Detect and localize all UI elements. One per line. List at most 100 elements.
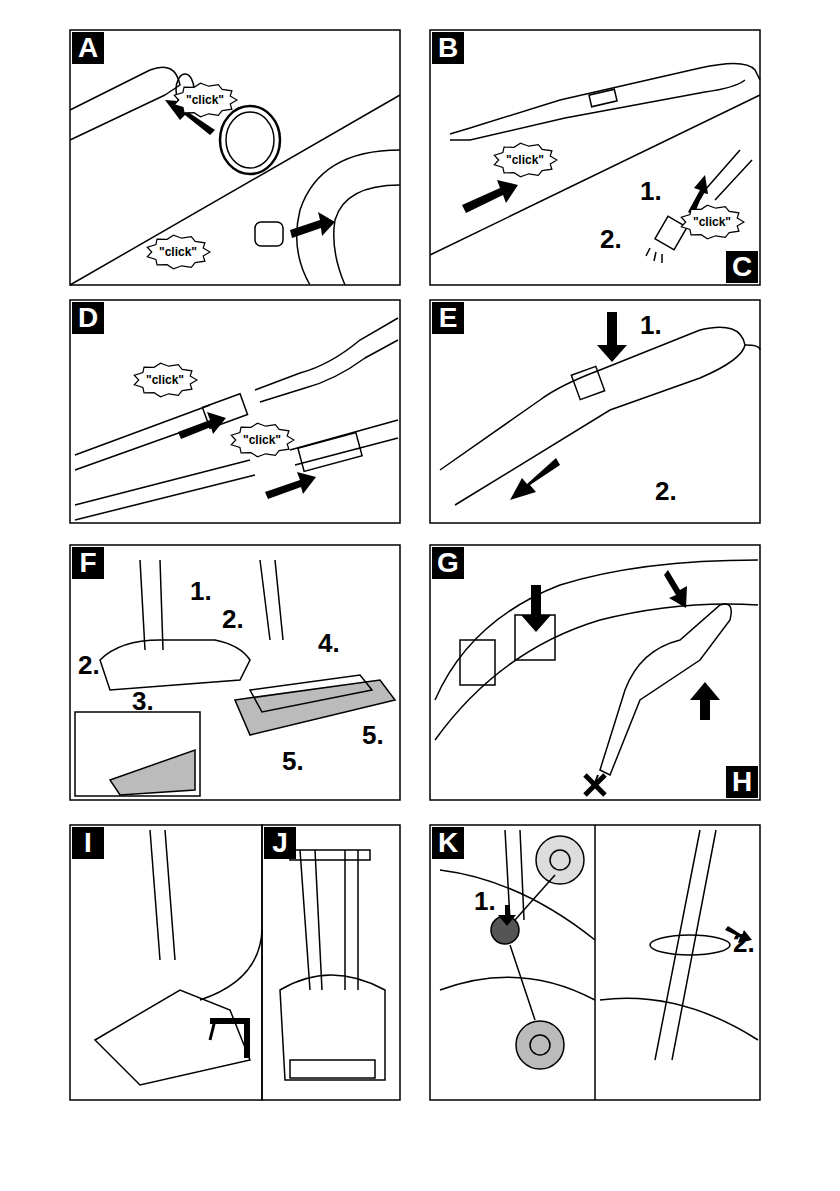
step-number: 2.: [733, 930, 755, 956]
panel-letter-text: D: [78, 302, 98, 333]
click-text: "click": [146, 373, 184, 387]
panel-letter: C: [726, 251, 758, 283]
coupling: [298, 433, 362, 472]
arrow: [690, 682, 720, 720]
panel-letter-text: K: [438, 827, 458, 858]
arrow: [210, 1018, 250, 1058]
panel-letter-text: J: [272, 827, 288, 858]
panel-letter: F: [72, 547, 104, 579]
inset: [75, 712, 200, 796]
floor-nozzle: [290, 1060, 375, 1078]
step-number: 1.: [474, 888, 496, 914]
switch: [589, 89, 617, 107]
handle: [600, 604, 731, 775]
click-text: "click": [243, 433, 281, 447]
plug: [255, 222, 283, 246]
click-text: "click": [693, 215, 731, 229]
step-number: 2.: [655, 478, 677, 504]
housing: [297, 150, 400, 285]
click-bubble: "click": [679, 204, 745, 240]
panel-frame: [430, 545, 760, 800]
panel-frame: [70, 545, 400, 800]
panel-frame: [70, 30, 400, 285]
divider: [594, 825, 596, 1100]
device-body: [280, 975, 385, 1080]
panel-letter-text: G: [437, 547, 459, 578]
panel-letter: A: [72, 32, 104, 64]
panel-letter-text: H: [732, 766, 752, 797]
panel-letter-text: I: [84, 827, 92, 858]
panel-frame: [262, 825, 400, 1100]
click-bubble: "click": [172, 82, 238, 118]
arrow: [290, 212, 335, 238]
brush: [655, 216, 687, 250]
panel-letter-text: F: [79, 547, 96, 578]
panel-letter: H: [726, 766, 758, 798]
rotation: [650, 935, 730, 955]
forbidden-cross: [585, 775, 605, 795]
panel-frame: [70, 825, 262, 1100]
arrow: [498, 905, 516, 926]
detail-circle: [536, 836, 584, 884]
arrow: [597, 312, 627, 362]
click-bubble: "click": [145, 234, 211, 270]
panel-letter: J: [264, 827, 296, 859]
recess: [460, 640, 495, 685]
panel-letter: K: [432, 827, 464, 859]
step-number: 5.: [282, 748, 304, 774]
panel-frame: [70, 300, 400, 523]
arrow: [462, 180, 518, 213]
detail-circle: [516, 1021, 564, 1069]
panel-frame: [430, 300, 760, 523]
divider: [430, 95, 760, 255]
step-number: 5.: [362, 722, 384, 748]
step-number: 3.: [132, 688, 154, 714]
floor-nozzle: [100, 640, 250, 690]
arrow: [510, 458, 560, 500]
step-number: 4.: [318, 630, 340, 656]
step-number: 2.: [600, 226, 622, 252]
floor-nozzle: [250, 675, 372, 712]
click-text: "click": [186, 93, 224, 107]
tube: [150, 830, 175, 960]
step-number: 1.: [190, 578, 212, 604]
click-bubble: "click": [229, 422, 295, 458]
panel-letter: E: [432, 302, 464, 334]
cap: [226, 112, 274, 168]
device-body: [435, 560, 758, 740]
tube: [75, 318, 398, 470]
step-number: 1.: [640, 312, 662, 338]
arrow: [178, 412, 226, 439]
panel-letter-text: C: [732, 251, 752, 282]
device-body: [200, 930, 262, 1000]
panel-letter: D: [72, 302, 104, 334]
release-button: [571, 366, 604, 399]
panel-frame: [430, 30, 760, 285]
tube: [655, 830, 716, 1060]
step-number: 2.: [222, 606, 244, 632]
arrow: [664, 570, 687, 608]
floor-nozzle: [95, 990, 250, 1085]
tube: [260, 560, 283, 640]
handle: [440, 327, 745, 505]
panel-letter: I: [72, 827, 104, 859]
panel-letter: G: [432, 547, 464, 579]
tube: [140, 560, 163, 650]
nozzle: [70, 67, 180, 140]
panel-letter: B: [432, 32, 464, 64]
panel-frame: [430, 825, 760, 1100]
panel-letter-text: B: [438, 32, 458, 63]
tube: [300, 850, 358, 990]
click-bubble: "click": [132, 362, 198, 398]
arrow: [521, 585, 551, 632]
divider: [70, 95, 400, 285]
click-text: "click": [506, 153, 544, 167]
panel-letter-text: E: [439, 302, 458, 333]
click-bubble: "click": [492, 142, 558, 178]
tube: [75, 420, 398, 520]
cap: [220, 106, 280, 174]
step-number: 1.: [640, 178, 662, 204]
bristles: [646, 248, 662, 263]
step-number: 2.: [78, 652, 100, 678]
